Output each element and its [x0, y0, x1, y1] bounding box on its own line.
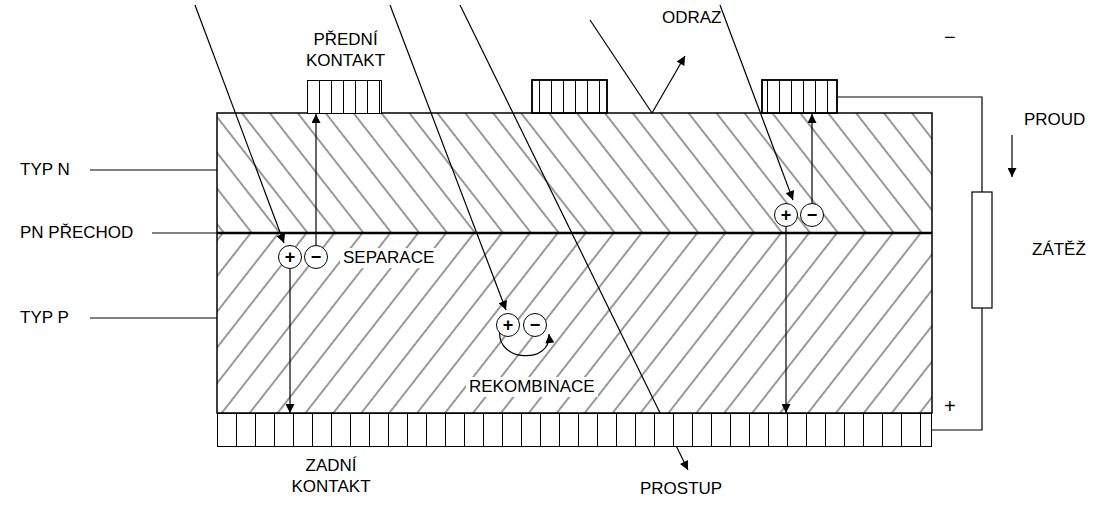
- resistor-symbol: [972, 192, 992, 308]
- pn-junction-line: [217, 232, 932, 235]
- charge-sign: −: [807, 206, 818, 224]
- leader-line: [152, 233, 217, 234]
- polarity-sign: +: [944, 396, 956, 416]
- contact-caption: ZADNÍ KONTAKT: [291, 455, 370, 497]
- layer-label: PN PŘECHOD: [20, 223, 133, 243]
- reflected-ray: [652, 56, 685, 113]
- charge-sign: −: [530, 316, 541, 334]
- charge-sign: +: [285, 248, 296, 266]
- front-contact: [762, 80, 837, 113]
- electron-charge: −: [304, 245, 328, 269]
- light-ray: [720, 5, 793, 200]
- charge-sign: +: [781, 206, 792, 224]
- separation-label: SEPARACE: [340, 248, 437, 268]
- light-ray: [195, 5, 284, 243]
- electron-charge: −: [800, 203, 824, 227]
- wire: [837, 97, 982, 192]
- wire: [932, 308, 982, 430]
- charge-sign: −: [311, 248, 322, 266]
- cell-outline: [217, 113, 932, 413]
- n-layer: [217, 113, 932, 233]
- recombination-label: REKOMBINACE: [466, 377, 598, 397]
- polarity-sign: −: [944, 27, 956, 47]
- front-contact-hatch: [532, 80, 607, 113]
- hole-charge: +: [774, 203, 798, 227]
- electron-path-arrow: [811, 114, 812, 203]
- hole-charge: +: [496, 313, 520, 337]
- light-ray: [460, 5, 688, 470]
- transmission-label: PROSTUP: [640, 479, 722, 499]
- load-label: ZÁTĚŽ: [1032, 240, 1086, 260]
- p-layer-ground: [217, 233, 932, 413]
- current-label: PROUD: [1024, 110, 1085, 130]
- current-arrow: [1011, 135, 1012, 177]
- carrier-path-arrow: [315, 114, 316, 245]
- leader-line: [90, 318, 217, 319]
- carrier-path-arrow: [289, 269, 290, 413]
- carrier-path-arrow: [785, 227, 786, 413]
- hole-charge: +: [278, 245, 302, 269]
- p-layer: [217, 233, 932, 413]
- front-contact: [532, 80, 607, 113]
- charge-sign: +: [503, 316, 514, 334]
- front-contact: PŘEDNÍ KONTAKT: [307, 80, 382, 114]
- front-contact-hatch: [762, 80, 837, 113]
- electron-charge: −: [523, 313, 547, 337]
- contact-caption: PŘEDNÍ KONTAKT: [306, 29, 385, 71]
- layer-label: TYP N: [20, 160, 70, 180]
- layer-label: TYP P: [20, 308, 69, 328]
- n-layer-ground: [217, 113, 932, 233]
- leader-line: [90, 170, 217, 171]
- light-ray: [590, 20, 652, 113]
- reflection-label: ODRAZ: [662, 8, 722, 28]
- back-contact: ZADNÍ KONTAKT: [217, 413, 932, 447]
